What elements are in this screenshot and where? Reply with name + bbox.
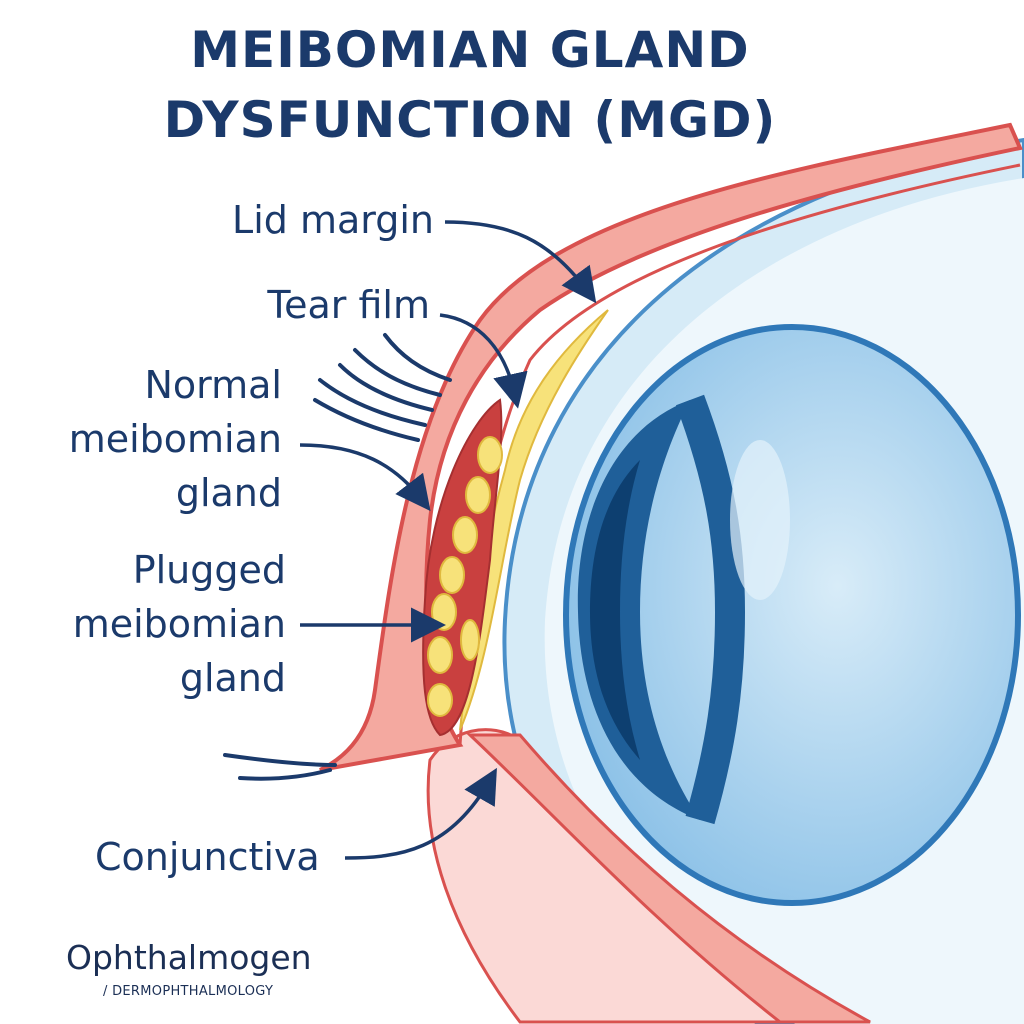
label-lid-margin: Lid margin	[232, 198, 434, 242]
label-line: Plugged	[132, 548, 286, 592]
iris	[577, 400, 700, 820]
eyelashes	[223, 333, 452, 781]
label-tear-film: Tear film	[267, 283, 430, 327]
label-plugged-gland: Plugged meibomian gland	[73, 543, 286, 705]
iris-edge	[675, 394, 746, 825]
label-line: Normal	[144, 363, 283, 407]
label-conjunctiva: Conjunctiva	[95, 835, 320, 879]
logo-name: Ophthalmogen	[66, 938, 312, 977]
lower-lid-band	[466, 733, 871, 1024]
pupil	[590, 460, 640, 760]
gland-acini	[427, 436, 503, 717]
title-line-1: MEIBOMIAN GLAND	[190, 21, 750, 79]
label-arrows	[299, 220, 597, 860]
lens-highlight	[730, 440, 790, 600]
label-line: gland	[179, 656, 286, 700]
label-normal-gland: Normal meibomian gland	[69, 358, 282, 520]
upper-lid	[319, 122, 1023, 772]
label-line: gland	[175, 471, 282, 515]
tear-film	[459, 309, 609, 731]
logo-tagline: / DERMOPHTHALMOLOGY	[103, 984, 274, 999]
label-line: meibomian	[68, 417, 282, 461]
title-line-2: DYSFUNCTION (MGD)	[163, 91, 777, 149]
cornea	[563, 324, 1021, 906]
label-line: meibomian	[72, 602, 286, 646]
